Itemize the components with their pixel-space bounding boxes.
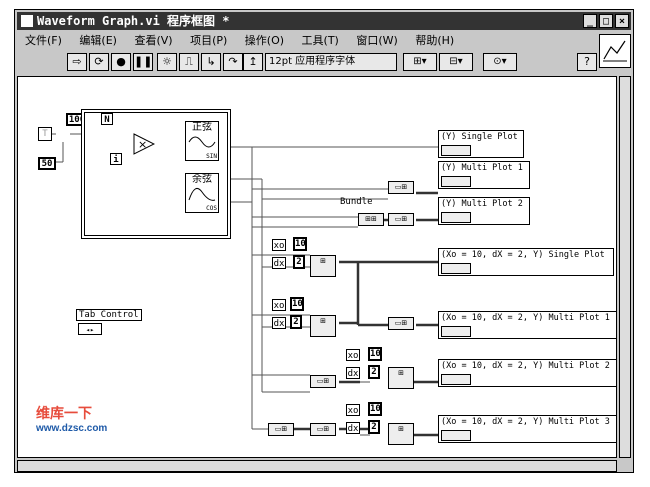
svg-text:×: × [138, 138, 147, 151]
label-dx-1: dx [272, 257, 286, 269]
menu-view[interactable]: 查看(V) [134, 34, 173, 47]
abort-icon[interactable]: ● [111, 53, 131, 71]
for-loop[interactable]: N i × 正弦 SIN 余弦 COS [81, 109, 231, 239]
wires [42, 121, 438, 437]
bundle-node-5[interactable]: ⊞ [388, 367, 414, 389]
build-array-node-3[interactable]: ▭⊞ [310, 375, 336, 388]
toolbar: ⇨ ⟳ ● ❚❚ ☼ ⎍ ↳ ↷ ↥ 12pt 应用程序字体 ⊞▾ ⊟▾ ⊙▾ … [17, 52, 597, 74]
help-button[interactable]: ? [577, 53, 597, 71]
align-icon[interactable]: ⊞▾ [403, 53, 437, 71]
retain-wire-icon[interactable]: ⎍ [179, 53, 199, 71]
bundle-label: Bundle [340, 197, 373, 207]
indicator-y-multi-2[interactable]: (Y) Multi Plot 2 [438, 197, 530, 225]
tab-control-label: Tab Control [76, 309, 142, 321]
sine-block[interactable]: 正弦 SIN [185, 121, 219, 161]
cos-tag: COS [206, 205, 217, 212]
highlight-icon[interactable]: ☼ [157, 53, 177, 71]
bundle-node-2[interactable]: ▭⊞ [388, 213, 414, 226]
horizontal-scrollbar[interactable] [17, 460, 617, 472]
control-t[interactable]: T [38, 127, 52, 141]
step-over-icon[interactable]: ↷ [223, 53, 243, 71]
vi-connector-icon[interactable] [599, 34, 631, 68]
block-diagram[interactable]: T 50 100 N i × 正弦 SIN 余弦 COS (Y) Single … [17, 76, 617, 458]
reorder-icon[interactable]: ⊙▾ [483, 53, 517, 71]
label-xo-1: xo [272, 239, 286, 251]
step-into-icon[interactable]: ↳ [201, 53, 221, 71]
distribute-icon[interactable]: ⊟▾ [439, 53, 473, 71]
labview-window: Waveform Graph.vi 程序框图 * _ □ × 文件(F) 编辑(… [14, 9, 634, 473]
label-xo-2: xo [272, 299, 286, 311]
const-10-1[interactable]: 10 [293, 237, 307, 251]
sine-label: 正弦 [192, 122, 212, 133]
watermark: 维库一下 www.dzsc.com [36, 403, 107, 434]
watermark-url: www.dzsc.com [36, 423, 108, 434]
graph-terminal-icon [441, 212, 471, 223]
build-array-node[interactable]: ⊞⊞ [358, 213, 384, 226]
run-continuous-icon[interactable]: ⟳ [89, 53, 109, 71]
indicator-xo-multi-3[interactable]: (Xo = 10, dX = 2, Y) Multi Plot 3 [438, 415, 616, 443]
build-array-node-2[interactable]: ▭⊞ [388, 317, 414, 330]
const-50[interactable]: 50 [38, 157, 56, 170]
label-dx-4: dx [346, 422, 360, 434]
indicator-y-single[interactable]: (Y) Single Plot [438, 130, 524, 158]
menu-tools[interactable]: 工具(T) [301, 34, 339, 47]
menu-bar: 文件(F) 编辑(E) 查看(V) 项目(P) 操作(O) 工具(T) 窗口(W… [17, 32, 597, 50]
vertical-scrollbar[interactable] [619, 76, 631, 458]
menu-help[interactable]: 帮助(H) [415, 34, 455, 47]
const-2-1[interactable]: 2 [293, 255, 305, 269]
menu-project[interactable]: 项目(P) [190, 34, 228, 47]
graph-terminal-icon [441, 430, 471, 441]
indicator-xo-single[interactable]: (Xo = 10, dX = 2, Y) Single Plot [438, 248, 614, 276]
menu-operate[interactable]: 操作(O) [244, 34, 285, 47]
pause-icon[interactable]: ❚❚ [133, 53, 153, 71]
label-xo-3: xo [346, 349, 360, 361]
bundle-node-6[interactable]: ▭⊞ [268, 423, 294, 436]
graph-terminal-icon [441, 176, 471, 187]
menu-edit[interactable]: 编辑(E) [79, 34, 117, 47]
minimize-button[interactable]: _ [583, 14, 597, 28]
build-array-node-4[interactable]: ▭⊞ [310, 423, 336, 436]
bundle-node-4[interactable]: ⊞ [310, 315, 336, 337]
step-out-icon[interactable]: ↥ [243, 53, 263, 71]
watermark-brand: 维库一下 [36, 406, 92, 422]
vi-icon [21, 15, 33, 27]
window-title: Waveform Graph.vi 程序框图 * [37, 14, 230, 28]
menu-file[interactable]: 文件(F) [25, 34, 62, 47]
const-10-2[interactable]: 10 [290, 297, 304, 311]
menu-window[interactable]: 窗口(W) [356, 34, 398, 47]
const-2-3[interactable]: 2 [368, 365, 380, 379]
cos-label: 余弦 [192, 174, 212, 185]
label-dx-2: dx [272, 317, 286, 329]
graph-glyph-icon [603, 40, 627, 62]
indicator-xo-multi-2[interactable]: (Xo = 10, dX = 2, Y) Multi Plot 2 [438, 359, 616, 387]
label-xo-4: xo [346, 404, 360, 416]
cos-block[interactable]: 余弦 COS [185, 173, 219, 213]
graph-terminal-icon [441, 263, 471, 274]
tab-control-terminal[interactable]: ◂▸ [78, 323, 102, 335]
graph-terminal-icon [441, 145, 471, 156]
const-10-3[interactable]: 10 [368, 347, 382, 361]
indicator-xo-multi-1[interactable]: (Xo = 10, dX = 2, Y) Multi Plot 1 [438, 311, 616, 339]
maximize-button[interactable]: □ [599, 14, 613, 28]
indicator-y-multi-1[interactable]: (Y) Multi Plot 1 [438, 161, 530, 189]
graph-terminal-icon [441, 374, 471, 385]
title-bar: Waveform Graph.vi 程序框图 * _ □ × [17, 12, 631, 30]
label-dx-3: dx [346, 367, 360, 379]
sine-wave-icon [188, 136, 216, 148]
bundle-node-3[interactable]: ⊞ [310, 255, 336, 277]
run-arrow-icon[interactable]: ⇨ [67, 53, 87, 71]
font-select[interactable]: 12pt 应用程序字体 [265, 53, 397, 71]
const-2-4[interactable]: 2 [368, 420, 380, 434]
const-2-2[interactable]: 2 [290, 315, 302, 329]
multiply-icon[interactable]: × [133, 133, 155, 155]
close-button[interactable]: × [615, 14, 629, 28]
loop-index-i: i [110, 153, 122, 165]
graph-terminal-icon [441, 326, 471, 337]
const-10-4[interactable]: 10 [368, 402, 382, 416]
bundle-node-7[interactable]: ⊞ [388, 423, 414, 445]
bundle-node-1[interactable]: ▭⊞ [388, 181, 414, 194]
sin-tag: SIN [206, 153, 217, 160]
cos-wave-icon [188, 187, 216, 201]
loop-count-n: N [101, 113, 113, 125]
